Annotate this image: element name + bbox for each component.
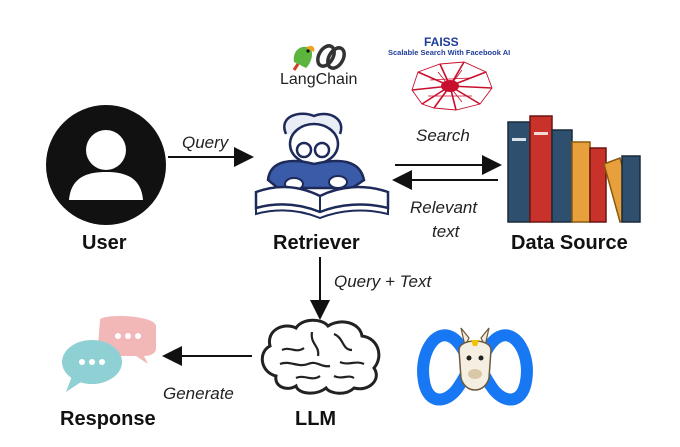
node-label-llm: LLM: [295, 408, 337, 430]
chat-bubbles-icon: [62, 316, 156, 392]
edge-label-search: Search: [416, 126, 470, 145]
meta-llama-icon: [417, 327, 533, 406]
faiss-logo-title: FAISS: [424, 35, 459, 49]
parrot-chain-icon: [292, 44, 346, 71]
edge-label-relevant-line1: Relevant: [410, 198, 478, 217]
edge-label-generate: Generate: [163, 384, 234, 403]
books-icon: [507, 115, 641, 223]
edge-label-relevant-line2: text: [432, 222, 460, 241]
node-label-response: Response: [60, 408, 156, 430]
node-label-retriever: Retriever: [273, 232, 360, 254]
edge-label-query: Query: [182, 133, 229, 152]
reading-person-icon: [254, 112, 390, 220]
langchain-logo-text: LangChain: [280, 71, 358, 88]
node-label-user: User: [82, 232, 127, 254]
edge-label-query-text: Query + Text: [334, 272, 432, 291]
user-avatar-icon: [46, 105, 166, 225]
brain-icon: [260, 318, 381, 395]
node-label-data-source: Data Source: [511, 232, 628, 254]
network-graph-icon: [411, 61, 493, 111]
faiss-logo-subtitle: Scalable Search With Facebook AI: [388, 48, 511, 57]
